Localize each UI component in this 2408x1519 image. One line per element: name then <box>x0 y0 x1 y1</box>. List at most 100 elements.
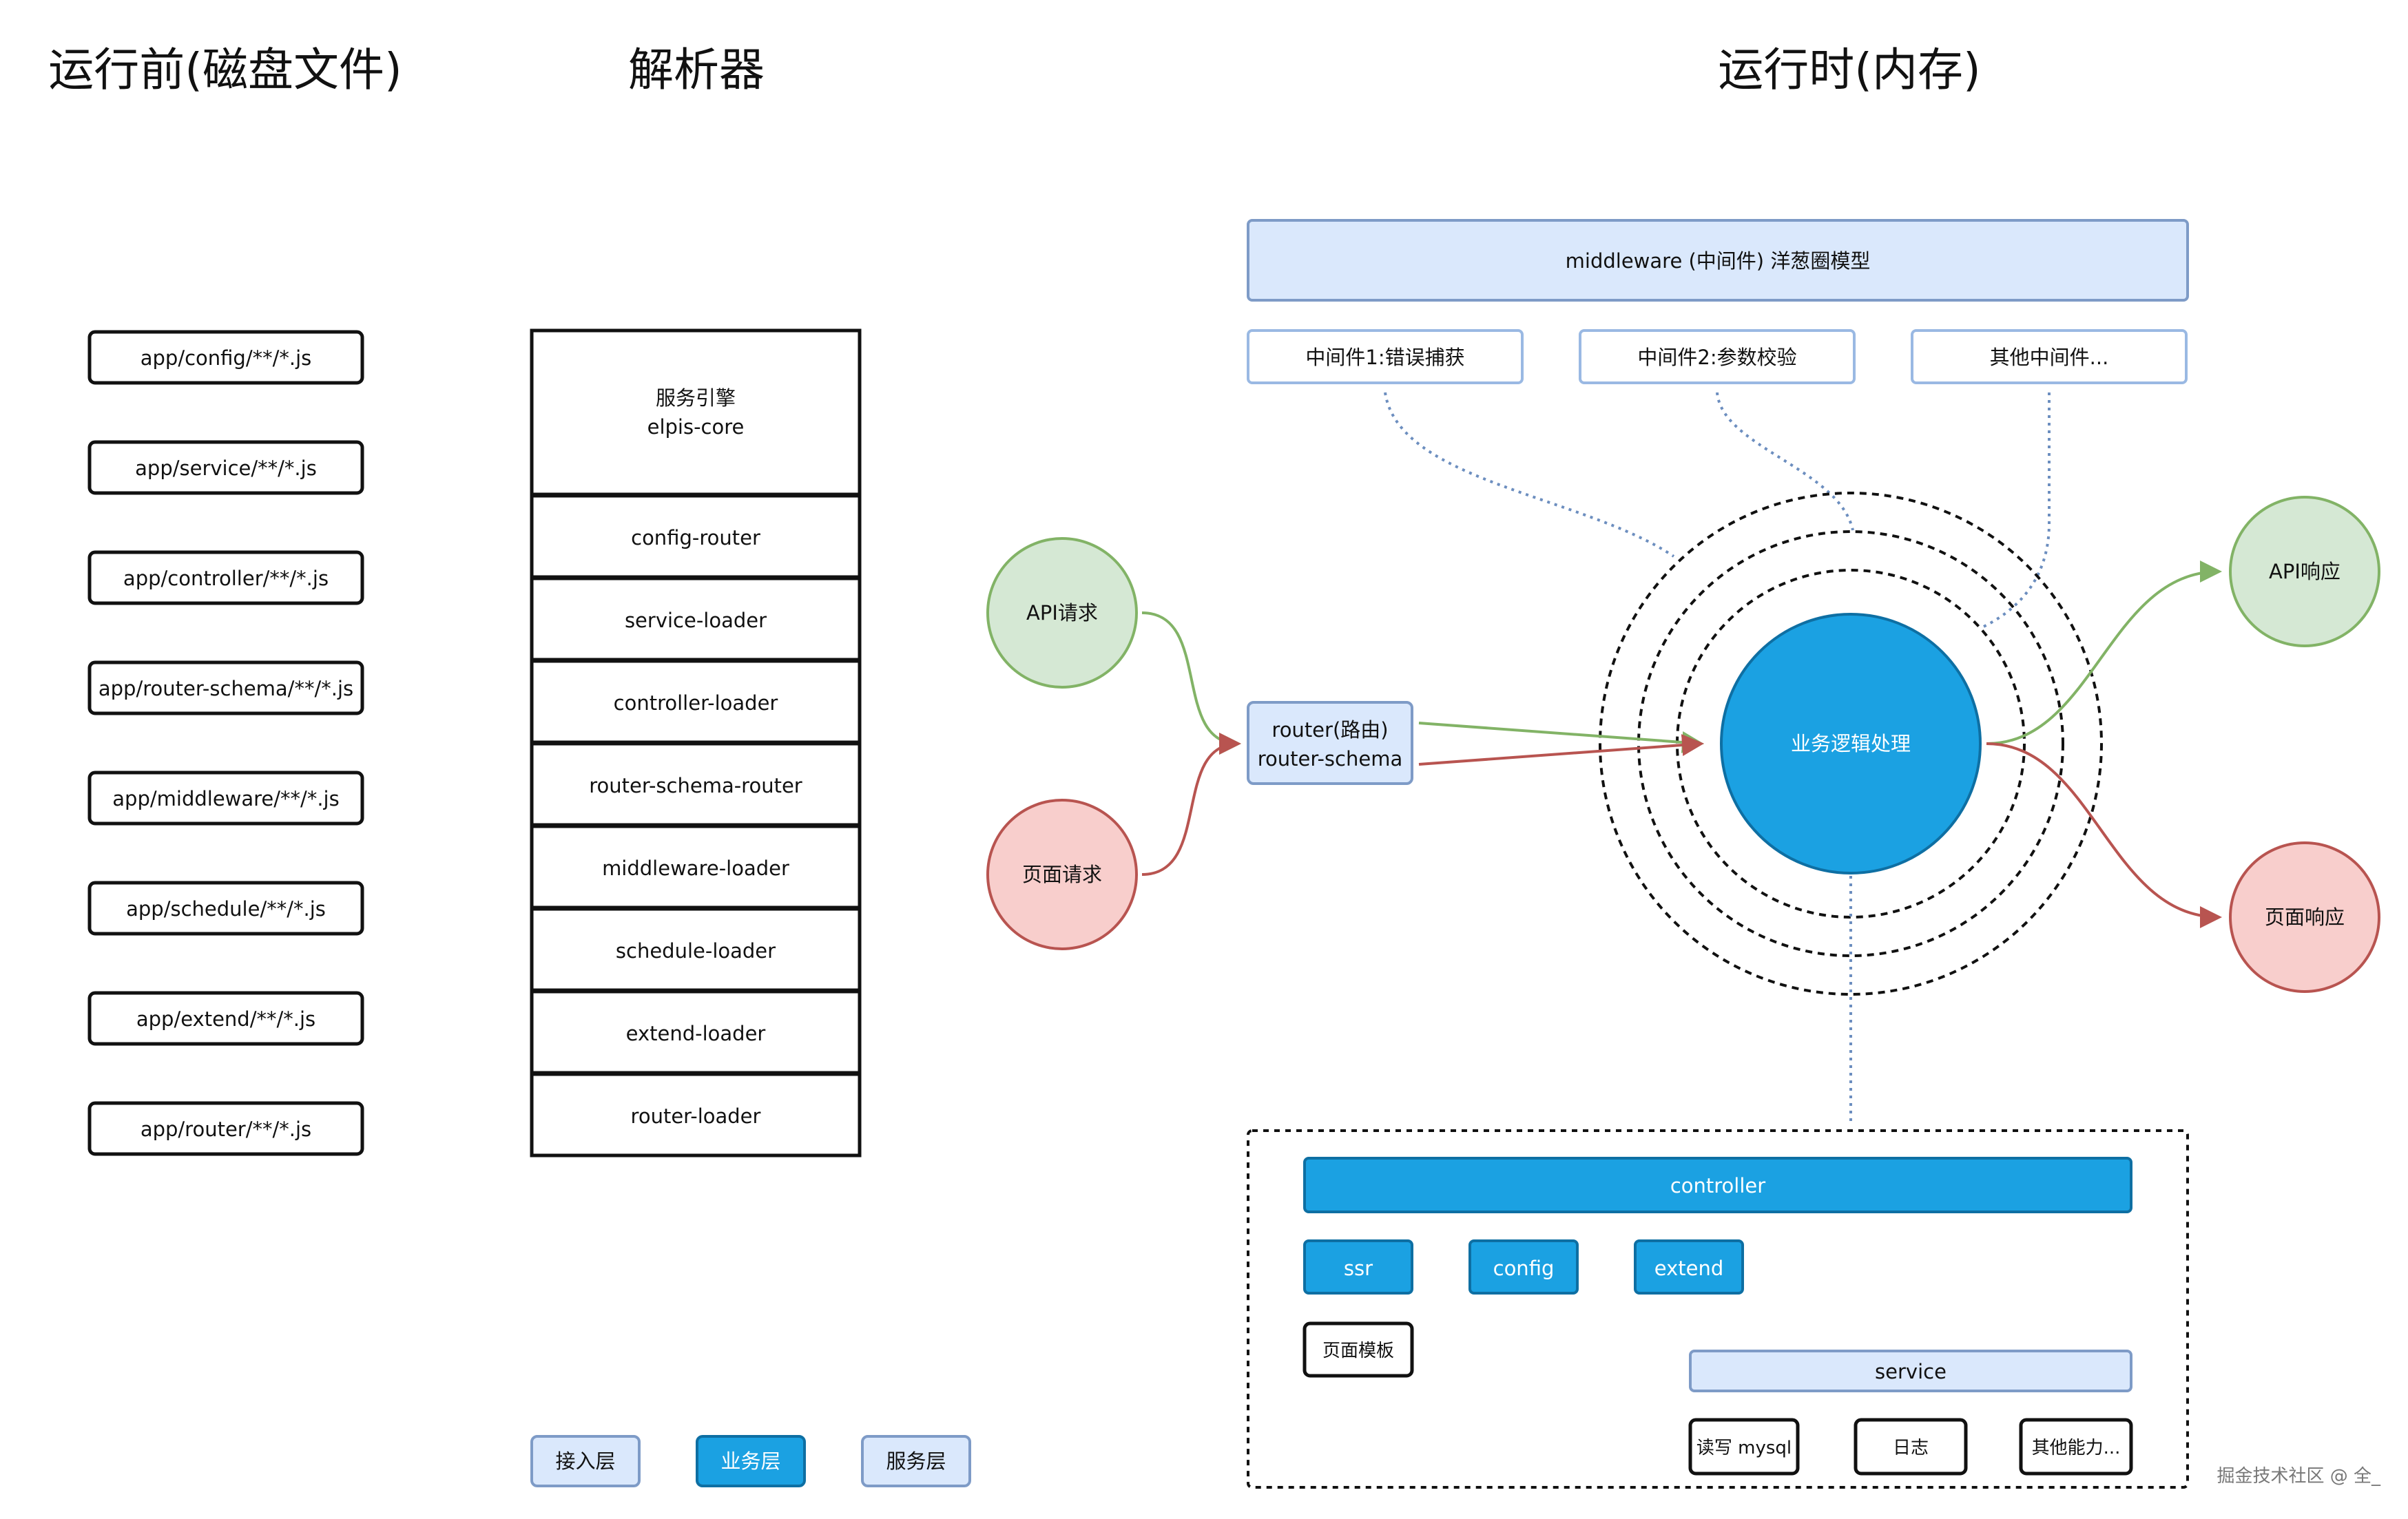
title-disk: 运行前(磁盘文件) <box>48 43 402 96</box>
parser-loader[interactable]: service-loader <box>530 576 862 662</box>
parser-loader[interactable]: controller-loader <box>530 659 862 744</box>
controller-part-extend[interactable]: extend <box>1634 1239 1744 1295</box>
disk-file[interactable]: app/controller/**/*.js <box>87 550 364 605</box>
disk-file-label: app/router/**/*.js <box>141 1118 311 1141</box>
controller-part-label: config <box>1493 1257 1555 1280</box>
service-part-label: 读写 mysql <box>1696 1438 1792 1458</box>
disk-file[interactable]: app/service/**/*.js <box>87 440 364 495</box>
disk-file-label: app/router-schema/**/*.js <box>98 677 353 700</box>
parser-loader-label: config-router <box>631 526 760 549</box>
page-template-box[interactable]: 页面模板 <box>1302 1321 1414 1378</box>
legend-service-label: 服务层 <box>886 1449 946 1473</box>
business-container <box>1247 1129 2189 1489</box>
onion-ring <box>1676 569 2026 919</box>
middleware-item-label: 其他中间件... <box>1990 346 2109 369</box>
parser-loader-label: extend-loader <box>626 1022 766 1045</box>
router-schema-label: router-schema <box>1258 747 1402 771</box>
title-parser: 解析器 <box>628 43 765 96</box>
legend-business-layer: 业务层 <box>696 1435 806 1487</box>
parser-loader[interactable]: middleware-loader <box>530 824 862 910</box>
legend-business-label: 业务层 <box>720 1449 780 1473</box>
service-part-log[interactable]: 日志 <box>1854 1418 1968 1476</box>
legend-service-layer: 服务层 <box>861 1435 971 1487</box>
page-template-label: 页面模板 <box>1322 1341 1394 1361</box>
service-part-label: 其他能力... <box>2032 1438 2121 1458</box>
middleware-item[interactable]: 中间件2:参数校验 <box>1579 329 1856 384</box>
onion-ring <box>1599 492 2103 996</box>
parser-engine[interactable]: 服务引擎 elpis-core <box>530 328 862 496</box>
service-part-mysql[interactable]: 读写 mysql <box>1688 1418 1800 1476</box>
service-part-label: 日志 <box>1893 1438 1929 1458</box>
middleware-item-label: 中间件2:参数校验 <box>1637 346 1796 369</box>
router-core-arrow-page <box>1418 734 1704 766</box>
controller-part-label: ssr <box>1344 1257 1373 1280</box>
middleware-connector <box>1716 392 1854 531</box>
disk-file[interactable]: app/middleware/**/*.js <box>87 771 364 826</box>
api-request-label: API请求 <box>1026 601 1098 625</box>
service-bar[interactable]: service <box>1689 1350 2132 1392</box>
disk-file-label: app/extend/**/*.js <box>136 1007 315 1031</box>
page-response-label: 页面响应 <box>2265 905 2345 929</box>
legend-access-label: 接入层 <box>555 1449 615 1473</box>
parser-loader-label: controller-loader <box>614 691 778 715</box>
page-request-arrow <box>1141 733 1241 876</box>
controller-part-config[interactable]: config <box>1468 1239 1579 1295</box>
disk-file-label: app/schedule/**/*.js <box>126 897 326 921</box>
page-response-arrow <box>1986 742 2222 928</box>
onion-rings <box>1599 492 2103 996</box>
parser-loader-label: middleware-loader <box>602 857 789 880</box>
page-request-node[interactable]: 页面请求 <box>986 799 1138 950</box>
title-runtime: 运行时(内存) <box>1718 43 1981 96</box>
middleware-connector <box>1384 392 1675 558</box>
parser-loader[interactable]: config-router <box>530 494 862 579</box>
controller-part-ssr[interactable]: ssr <box>1303 1239 1413 1295</box>
legend: 接入层 业务层 服务层 <box>530 1435 971 1487</box>
api-request-node[interactable]: API请求 <box>986 537 1138 689</box>
disk-file-label: app/middleware/**/*.js <box>112 787 339 810</box>
controller-bar[interactable]: controller <box>1303 1157 2132 1213</box>
page-request-label: 页面请求 <box>1022 863 1102 886</box>
api-response-label: API响应 <box>2269 560 2340 583</box>
parser-loader[interactable]: extend-loader <box>530 989 862 1075</box>
disk-file[interactable]: app/config/**/*.js <box>87 330 364 385</box>
service-part-other[interactable]: 其他能力... <box>2019 1418 2133 1476</box>
watermark: 掘金技术社区 @ 全_ <box>2217 1466 2381 1487</box>
disk-file[interactable]: app/router-schema/**/*.js <box>87 660 364 715</box>
parser-stack: 服务引擎 elpis-core config-router service-lo… <box>530 328 862 1157</box>
router-label: router(路由) <box>1272 718 1388 742</box>
api-request-arrow <box>1141 611 1241 755</box>
core-label: 业务逻辑处理 <box>1791 732 1911 755</box>
parser-loader-label: service-loader <box>625 609 767 632</box>
middleware-item[interactable]: 中间件1:错误捕获 <box>1247 329 1524 384</box>
disk-file[interactable]: app/router/**/*.js <box>87 1101 364 1156</box>
router-node[interactable]: router(路由) router-schema <box>1247 701 1413 785</box>
core-business-logic[interactable]: 业务逻辑处理 <box>1720 613 1982 874</box>
disk-file[interactable]: app/schedule/**/*.js <box>87 881 364 936</box>
parser-loader[interactable]: router-schema-router <box>530 742 862 827</box>
router-core-arrow-api <box>1418 722 1704 753</box>
middleware-header-label: middleware (中间件) 洋葱圈模型 <box>1566 249 1871 273</box>
middleware-item-label: 中间件1:错误捕获 <box>1305 346 1464 369</box>
onion-ring <box>1637 530 2064 957</box>
parser-loader-label: schedule-loader <box>616 939 776 963</box>
disk-file[interactable]: app/extend/**/*.js <box>87 991 364 1046</box>
page-response-node[interactable]: 页面响应 <box>2229 841 2380 993</box>
middleware-item[interactable]: 其他中间件... <box>1911 329 2188 384</box>
parser-loader[interactable]: router-loader <box>530 1072 862 1157</box>
disk-file-label: app/service/**/*.js <box>135 457 317 480</box>
parser-engine-name: 服务引擎 <box>656 386 736 410</box>
disk-file-list: app/config/**/*.js app/service/**/*.js a… <box>87 330 364 1156</box>
middleware-connector <box>1983 392 2051 628</box>
disk-file-label: app/config/**/*.js <box>141 346 312 370</box>
controller-label: controller <box>1670 1174 1765 1197</box>
parser-engine-id: elpis-core <box>647 415 745 439</box>
legend-access-layer: 接入层 <box>530 1435 641 1487</box>
middleware-header[interactable]: middleware (中间件) 洋葱圈模型 <box>1247 219 2189 302</box>
disk-file-label: app/controller/**/*.js <box>123 567 329 590</box>
parser-loader-label: router-schema-router <box>589 774 802 797</box>
service-label: service <box>1875 1360 1947 1383</box>
api-response-node[interactable]: API响应 <box>2229 496 2380 647</box>
parser-loader[interactable]: schedule-loader <box>530 907 862 992</box>
controller-part-label: extend <box>1654 1257 1724 1280</box>
